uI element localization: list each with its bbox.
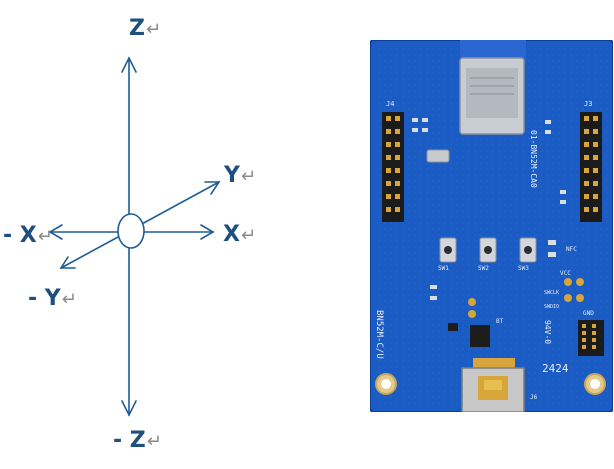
model-silkscreen: BN52M-C/U xyxy=(374,310,384,359)
axis-diagram xyxy=(48,56,221,417)
dev-board: BN52M-C/U 01-BN52M-CA0 94V-0 2424 J4 J3 … xyxy=(369,39,614,413)
y-positive-label: Y↵ xyxy=(224,163,257,188)
z-negative-label: - Z↵ xyxy=(113,428,162,453)
sw2-label: SW2 xyxy=(478,265,489,272)
j4-label: J4 xyxy=(386,100,395,108)
gnd-label: GND xyxy=(583,310,594,317)
antenna-area xyxy=(460,40,526,62)
crystal xyxy=(426,149,450,163)
tactile-switches xyxy=(439,237,537,263)
usb-label: J6 xyxy=(530,394,538,401)
swdio-label: SWDIO xyxy=(544,304,560,310)
debug-connector xyxy=(578,320,604,356)
left-pin-header xyxy=(382,112,404,222)
swd-pads xyxy=(468,278,584,318)
x-positive-label: X↵ xyxy=(223,222,257,247)
x-pos-arrowhead xyxy=(200,224,215,240)
j3-label: J3 xyxy=(584,100,593,108)
z-pos-arrowhead xyxy=(121,56,137,73)
nfc-label: NFC xyxy=(566,246,577,253)
bt-label: BT xyxy=(496,318,504,325)
sw3-label: SW3 xyxy=(518,265,529,272)
date-code-silkscreen: 2424 xyxy=(542,362,569,375)
swclk-label: SWCLK xyxy=(544,290,560,296)
origin-ellipse xyxy=(117,213,145,249)
y-pos-arrowhead xyxy=(204,181,221,195)
vcc-label: VCC xyxy=(560,270,571,277)
module-silkscreen: 01-BN52M-CA0 xyxy=(529,130,538,188)
y-neg-arrowhead xyxy=(59,256,76,269)
mounting-holes xyxy=(375,373,606,395)
x-negative-label: - X↵ xyxy=(3,223,53,248)
x-neg-arrowhead xyxy=(48,224,63,240)
pcb-drawing xyxy=(369,39,614,413)
rating-silkscreen: 94V-0 xyxy=(543,320,552,345)
usb-connector xyxy=(461,358,525,413)
z-neg-arrowhead xyxy=(121,400,137,417)
y-negative-label: - Y↵ xyxy=(28,286,77,311)
z-positive-label: Z↵ xyxy=(129,16,162,41)
regulator xyxy=(470,325,490,347)
right-pin-header xyxy=(580,112,602,222)
sw1-label: SW1 xyxy=(438,265,449,272)
